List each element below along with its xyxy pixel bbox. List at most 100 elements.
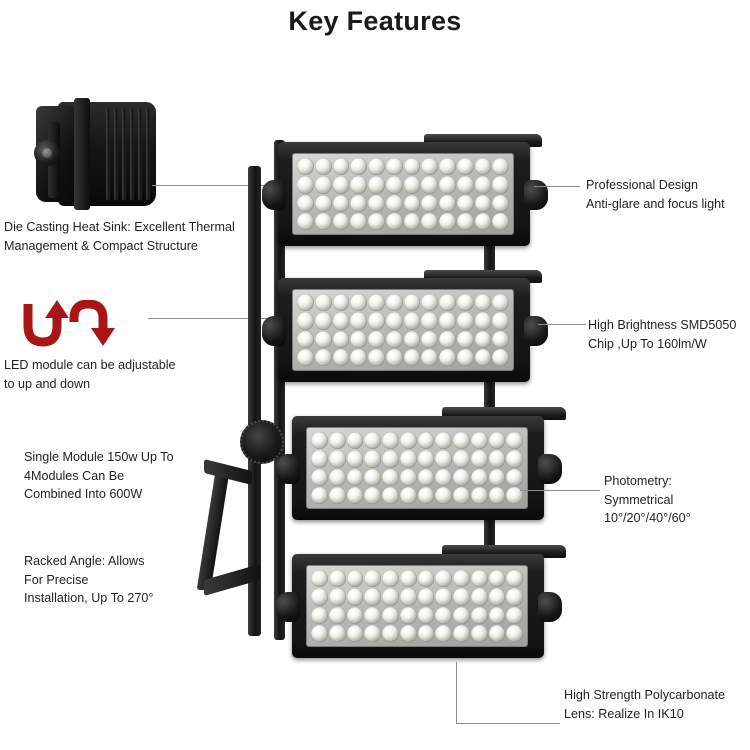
led-lens — [470, 624, 488, 642]
led-lens — [488, 588, 506, 606]
led-lens — [399, 588, 417, 606]
led-lens — [399, 486, 417, 504]
leader-line-lens-vertical — [456, 662, 457, 724]
led-lens — [311, 606, 328, 624]
led-lens — [346, 432, 364, 450]
led-lens — [456, 348, 474, 366]
led-lens — [314, 194, 332, 212]
led-lens — [403, 176, 421, 194]
led-lens — [368, 176, 385, 194]
led-lens — [417, 588, 435, 606]
led-lens — [453, 450, 470, 468]
led-lens — [314, 158, 332, 176]
led-lens — [385, 348, 403, 366]
led-lens — [403, 294, 421, 312]
led-lens — [332, 212, 350, 230]
module-2-knob-left[interactable] — [262, 316, 286, 346]
module-4-knob-right[interactable] — [538, 592, 562, 622]
led-lens — [470, 588, 488, 606]
led-lens — [368, 348, 385, 366]
led-lens — [385, 176, 403, 194]
led-lens — [439, 348, 456, 366]
led-lens — [346, 468, 364, 486]
led-lens — [364, 624, 381, 642]
led-lens — [417, 468, 435, 486]
led-lens — [456, 330, 474, 348]
led-lens — [435, 450, 452, 468]
led-lens — [332, 312, 350, 330]
led-lens — [488, 570, 506, 588]
led-lens — [346, 486, 364, 504]
led-lens — [492, 158, 509, 176]
led-lens — [488, 432, 506, 450]
callout-racked-angle: Racked Angle: Allows For Precise Install… — [24, 554, 154, 605]
led-lens — [456, 312, 474, 330]
leader-line-heat-sink — [152, 185, 280, 186]
led-lens — [417, 432, 435, 450]
led-lens — [403, 194, 421, 212]
led-module-3[interactable] — [292, 407, 566, 520]
led-lens — [474, 348, 492, 366]
led-lens — [350, 330, 367, 348]
led-lens — [328, 606, 346, 624]
led-lens — [328, 450, 346, 468]
module-1-knob-left[interactable] — [262, 180, 286, 210]
heat-sink-bracket — [74, 98, 90, 210]
led-lens — [350, 194, 367, 212]
led-lens — [474, 330, 492, 348]
module-4-knob-left[interactable] — [276, 592, 300, 622]
led-lens — [456, 294, 474, 312]
led-lens — [439, 312, 456, 330]
heat-sink-knob — [34, 140, 60, 166]
led-lens — [297, 212, 314, 230]
module-2-knob-right[interactable] — [524, 316, 548, 346]
led-lens — [421, 158, 438, 176]
led-lens — [474, 194, 492, 212]
module-4-led-grid — [311, 570, 523, 642]
module-3-knob-right[interactable] — [538, 454, 562, 484]
led-lens — [382, 486, 399, 504]
led-lens — [488, 450, 506, 468]
led-lens — [311, 432, 328, 450]
module-3-knob-left[interactable] — [276, 454, 300, 484]
led-lens — [439, 158, 456, 176]
led-lens — [332, 194, 350, 212]
led-lens — [346, 624, 364, 642]
led-lens — [346, 588, 364, 606]
led-lens — [488, 624, 506, 642]
led-lens — [332, 330, 350, 348]
led-lens — [350, 158, 367, 176]
led-lens — [332, 176, 350, 194]
callout-module-power: Single Module 150w Up To 4Modules Can Be… — [24, 450, 174, 501]
led-lens — [364, 468, 381, 486]
led-lens — [421, 330, 438, 348]
led-lens — [350, 212, 367, 230]
led-module-4[interactable] — [292, 545, 566, 658]
led-lens — [399, 624, 417, 642]
angle-adjust-disc[interactable] — [240, 420, 284, 464]
led-lens — [439, 194, 456, 212]
led-lens — [368, 158, 385, 176]
led-module-2[interactable] — [278, 270, 542, 382]
led-lens — [328, 624, 346, 642]
up-down-arrows-svg — [23, 299, 115, 347]
led-lens — [417, 606, 435, 624]
module-3-led-grid — [311, 432, 523, 504]
led-lens — [506, 450, 523, 468]
callout-heat-sink: Die Casting Heat Sink: Excellent Thermal… — [4, 220, 235, 253]
frame-rail-left — [248, 166, 261, 636]
led-lens — [368, 312, 385, 330]
led-lens — [474, 176, 492, 194]
led-module-1[interactable] — [278, 134, 542, 246]
led-lens — [506, 588, 523, 606]
module-1-knob-right[interactable] — [524, 180, 548, 210]
module-1-lens-plate — [292, 153, 514, 235]
led-lens — [506, 432, 523, 450]
heat-sink-fin — [122, 108, 126, 200]
led-lens — [492, 176, 509, 194]
led-lens — [506, 624, 523, 642]
led-lens — [368, 194, 385, 212]
led-lens — [314, 330, 332, 348]
led-lens — [385, 330, 403, 348]
led-lens — [382, 624, 399, 642]
